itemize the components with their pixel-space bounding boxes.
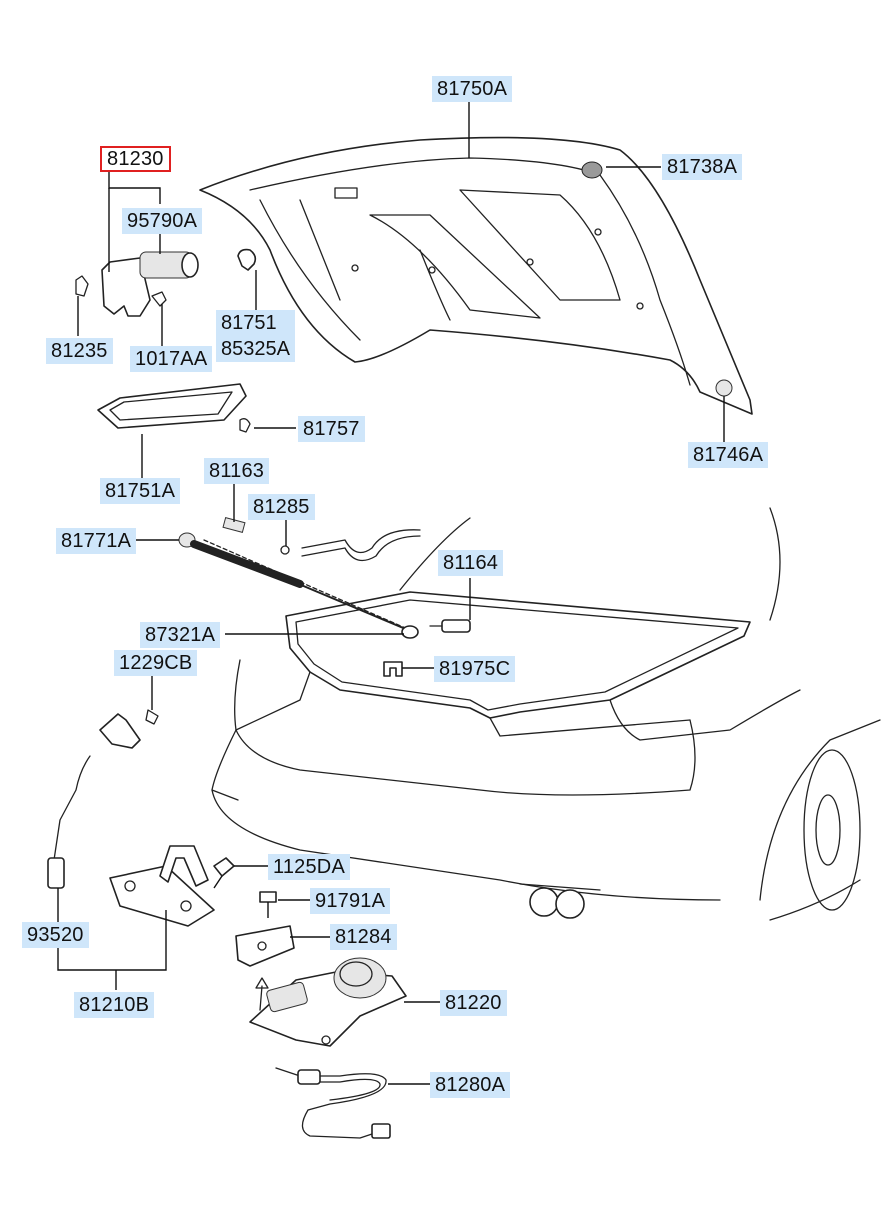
part-label-81285[interactable]: 81285 (248, 494, 315, 520)
part-label-81751[interactable]: 81751 (221, 312, 277, 334)
rod-81285 (301, 529, 421, 562)
part-label-93520[interactable]: 93520 (22, 922, 89, 948)
gas-strut-81771A (178, 516, 419, 639)
part-label-85325A[interactable]: 85325A (221, 338, 290, 360)
part-label-87321A[interactable]: 87321A (140, 622, 221, 648)
bolt-81164 (429, 619, 471, 633)
part-label-81210B[interactable]: 81210B (74, 992, 155, 1018)
car-body-outline (211, 507, 881, 921)
part-label-81975C[interactable]: 81975C (434, 656, 516, 682)
part-label-81738A[interactable]: 81738A (662, 154, 743, 180)
cable-81280A (275, 1067, 391, 1139)
bolt-1125DA (213, 857, 235, 889)
bolt-91791A (259, 891, 277, 918)
lock-actuator-assembly (75, 251, 199, 317)
part-label-81230-selected[interactable]: 81230 (100, 146, 171, 172)
part-label-81750A[interactable]: 81750A (432, 76, 513, 102)
part-label-1125DA[interactable]: 1125DA (268, 854, 350, 880)
striker-81210B (109, 845, 215, 927)
part-label-81235[interactable]: 81235 (46, 338, 113, 364)
part-label-81771A[interactable]: 81771A (56, 528, 137, 554)
clip-81751 (237, 248, 257, 271)
part-label-81220[interactable]: 81220 (440, 990, 507, 1016)
key-cylinder-93520 (47, 709, 159, 889)
part-label-81757[interactable]: 81757 (298, 416, 365, 442)
part-label-81164[interactable]: 81164 (438, 550, 504, 576)
latch-81220 (249, 957, 407, 1047)
clip-81975C (383, 661, 403, 677)
bracket-81284 (235, 925, 295, 967)
part-label-1017AA[interactable]: 1017AA (130, 346, 213, 372)
part-label-81751-85325A[interactable]: 81751 85325A (216, 310, 295, 362)
part-label-81746A[interactable]: 81746A (688, 442, 769, 468)
lamp-81751A (97, 383, 251, 433)
part-label-91791A[interactable]: 91791A (310, 888, 391, 914)
part-label-81751A[interactable]: 81751A (100, 478, 181, 504)
part-label-81284[interactable]: 81284 (330, 924, 397, 950)
trunk-lid (199, 136, 753, 415)
part-label-81163[interactable]: 81163 (204, 458, 270, 484)
part-label-95790A[interactable]: 95790A (122, 208, 203, 234)
part-label-81280A[interactable]: 81280A (430, 1072, 511, 1098)
part-label-1229CB[interactable]: 1229CB (114, 650, 198, 676)
